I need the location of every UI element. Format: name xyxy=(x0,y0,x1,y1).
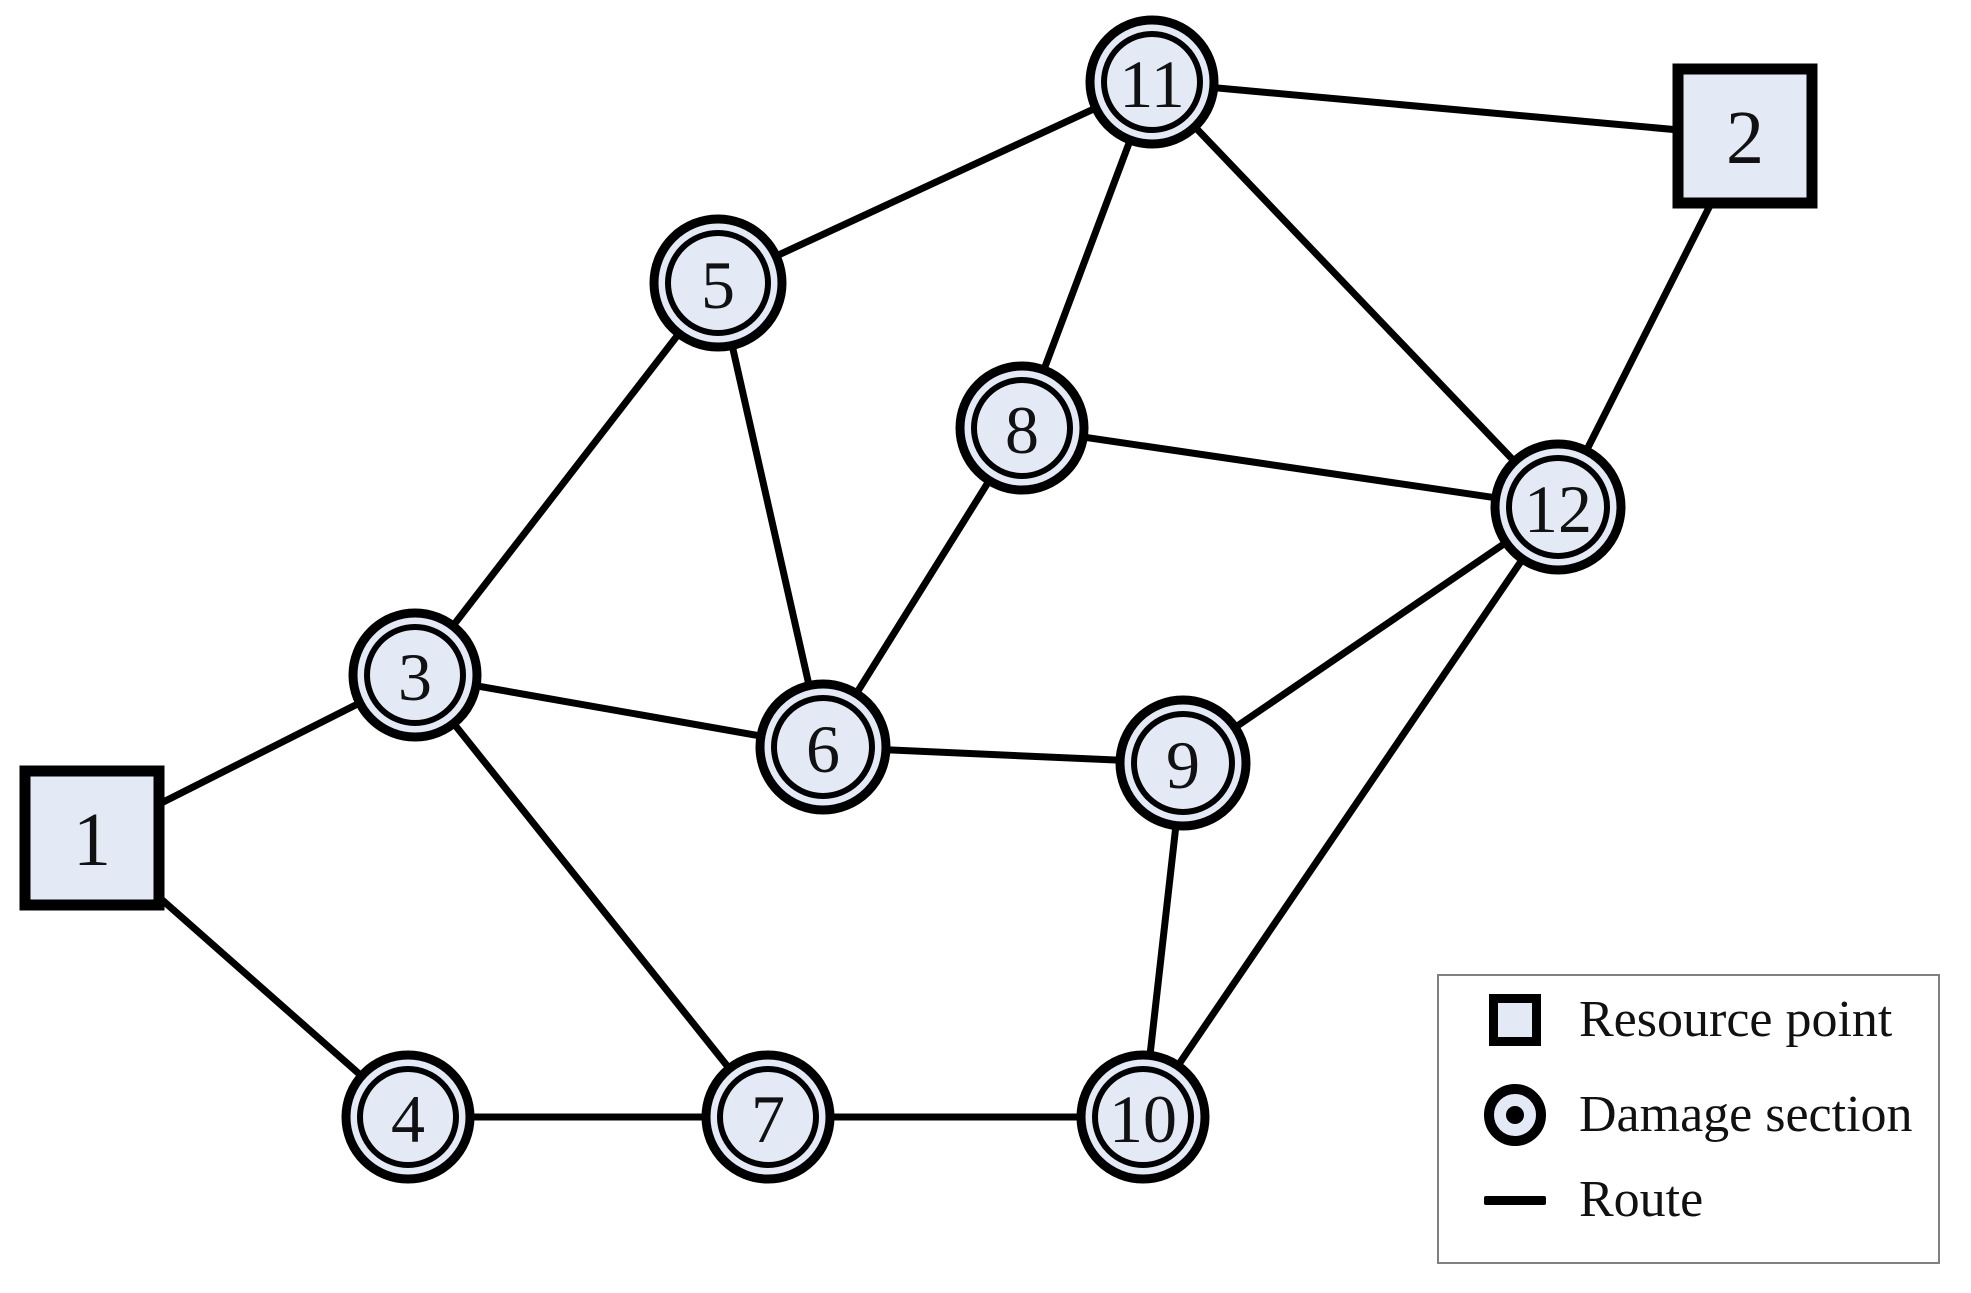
damage-section-inner-ring-3 xyxy=(364,624,466,726)
edges-layer xyxy=(88,78,1749,1121)
legend-item-damage-section: Damage section xyxy=(1461,1084,1913,1146)
node-label-3: 3 xyxy=(398,639,432,715)
route-edge-3-6 xyxy=(411,671,827,751)
legend-item-route: Route xyxy=(1461,1174,1703,1226)
legend: Resource point Damage section Route xyxy=(1437,974,1940,1264)
node-6[interactable]: 6 xyxy=(755,679,891,815)
node-label-7: 7 xyxy=(751,1081,785,1157)
resource-point-square-2 xyxy=(1672,63,1818,209)
node-4[interactable]: 4 xyxy=(341,1050,475,1184)
damage-section-inner-ring-6 xyxy=(771,695,875,799)
route-edge-11-12 xyxy=(1148,78,1562,511)
legend-item-resource-point: Resource point xyxy=(1461,994,1892,1046)
node-7[interactable]: 7 xyxy=(701,1050,835,1184)
damage-section-inner-ring-9 xyxy=(1131,711,1235,815)
damage-section-inner-ring-4 xyxy=(357,1066,459,1168)
damage-section-inner-ring-11 xyxy=(1101,31,1203,133)
resource-point-square-1 xyxy=(19,765,165,911)
node-8[interactable]: 8 xyxy=(955,361,1089,495)
node-label-4: 4 xyxy=(391,1081,425,1157)
node-2[interactable]: 2 xyxy=(1672,63,1818,209)
node-12[interactable]: 12 xyxy=(1490,439,1626,575)
legend-label-route: Route xyxy=(1579,1171,1704,1228)
node-label-9: 9 xyxy=(1166,727,1200,803)
route-edge-3-7 xyxy=(411,671,772,1121)
route-edge-5-6 xyxy=(714,279,827,751)
route-edge-10-12 xyxy=(1139,503,1562,1121)
damage-section-ring-icon xyxy=(1461,1084,1569,1146)
node-label-2: 2 xyxy=(1726,96,1764,180)
route-edge-5-11 xyxy=(714,78,1156,287)
node-10[interactable]: 10 xyxy=(1076,1050,1210,1184)
legend-label-resource-point: Resource point xyxy=(1579,991,1893,1048)
damage-section-inner-ring-12 xyxy=(1506,455,1610,559)
resource-point-square-icon xyxy=(1461,994,1569,1046)
damage-section-inner-ring-8 xyxy=(971,377,1073,479)
node-label-5: 5 xyxy=(701,247,735,323)
node-label-12: 12 xyxy=(1524,471,1592,547)
node-label-8: 8 xyxy=(1005,392,1039,468)
route-edge-8-12 xyxy=(1018,424,1562,511)
node-5[interactable]: 5 xyxy=(649,214,787,352)
node-1[interactable]: 1 xyxy=(19,765,165,911)
route-edge-3-5 xyxy=(411,279,722,679)
legend-label-damage-section: Damage section xyxy=(1579,1086,1913,1143)
node-3[interactable]: 3 xyxy=(348,608,482,742)
damage-section-inner-ring-10 xyxy=(1092,1066,1194,1168)
node-9[interactable]: 9 xyxy=(1115,695,1251,831)
route-edge-9-12 xyxy=(1179,503,1562,767)
damage-section-inner-ring-5 xyxy=(665,230,771,336)
route-edge-11-2 xyxy=(1148,78,1749,140)
node-label-1: 1 xyxy=(73,798,111,882)
node-label-6: 6 xyxy=(806,711,840,787)
route-line-icon xyxy=(1461,1195,1569,1205)
node-11[interactable]: 11 xyxy=(1085,15,1219,149)
node-label-11: 11 xyxy=(1119,46,1184,122)
damage-section-inner-ring-7 xyxy=(717,1066,819,1168)
node-label-10: 10 xyxy=(1109,1081,1177,1157)
